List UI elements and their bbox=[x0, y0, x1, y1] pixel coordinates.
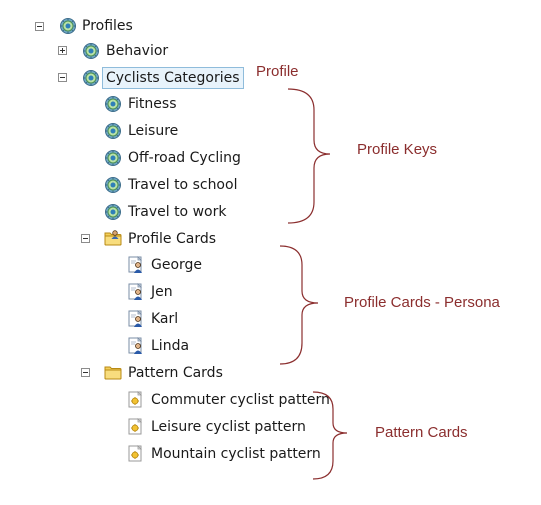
collapse-toggle-profile-cards[interactable] bbox=[81, 234, 90, 243]
tree-node-pattern[interactable]: Leisure cyclist pattern bbox=[151, 419, 306, 435]
annotation-profile-keys: Profile Keys bbox=[357, 141, 438, 158]
gear-globe-icon bbox=[104, 203, 122, 221]
gear-globe-icon bbox=[104, 149, 122, 167]
tree-node-behavior[interactable]: Behavior bbox=[106, 43, 169, 59]
tree-node-profile-key[interactable]: Travel to school bbox=[128, 177, 238, 193]
gear-globe-icon bbox=[104, 176, 122, 194]
person-card-icon bbox=[127, 310, 145, 328]
pattern-card-icon bbox=[127, 418, 145, 436]
tree-node-pattern-cards[interactable]: Pattern Cards bbox=[128, 365, 223, 381]
gear-globe-icon bbox=[104, 95, 122, 113]
folder-icon bbox=[104, 363, 122, 381]
tree-node-profile-key[interactable]: Travel to work bbox=[128, 204, 227, 220]
collapse-toggle-pattern-cards[interactable] bbox=[81, 368, 90, 377]
person-card-icon bbox=[127, 283, 145, 301]
annotation-pattern-cards: Pattern Cards bbox=[375, 424, 468, 441]
tree-node-profiles[interactable]: Profiles bbox=[82, 18, 133, 34]
annotation-profile: Profile bbox=[256, 63, 299, 80]
tree-node-profile-key[interactable]: Fitness bbox=[128, 96, 177, 112]
gear-globe-icon bbox=[82, 42, 100, 60]
gear-globe-icon bbox=[59, 17, 77, 35]
person-card-icon bbox=[127, 256, 145, 274]
tree-node-pattern[interactable]: Mountain cyclist pattern bbox=[151, 446, 321, 462]
annotation-profile-cards-persona: Profile Cards - Persona bbox=[344, 294, 500, 311]
tree-node-persona[interactable]: Karl bbox=[151, 311, 179, 327]
pattern-card-icon bbox=[127, 445, 145, 463]
gear-globe-icon bbox=[82, 69, 100, 87]
tree-node-cyclists-categories[interactable]: Cyclists Categories bbox=[102, 67, 244, 89]
brace-profile-keys bbox=[287, 88, 331, 224]
expand-toggle-behavior[interactable] bbox=[58, 46, 67, 55]
tree-node-pattern[interactable]: Commuter cyclist pattern bbox=[151, 392, 330, 408]
folder-user-icon bbox=[104, 229, 122, 247]
tree-node-profile-cards[interactable]: Profile Cards bbox=[128, 231, 217, 247]
brace-pattern-cards bbox=[312, 391, 348, 480]
brace-profile-cards bbox=[279, 245, 319, 365]
gear-globe-icon bbox=[104, 122, 122, 140]
pattern-card-icon bbox=[127, 391, 145, 409]
collapse-toggle-cyclists-categories[interactable] bbox=[58, 73, 67, 82]
collapse-toggle-profiles[interactable] bbox=[35, 22, 44, 31]
tree-node-persona[interactable]: George bbox=[151, 257, 203, 273]
tree-node-profile-key[interactable]: Leisure bbox=[128, 123, 179, 139]
tree-node-persona[interactable]: Linda bbox=[151, 338, 190, 354]
person-card-icon bbox=[127, 337, 145, 355]
tree-node-persona[interactable]: Jen bbox=[151, 284, 173, 300]
tree-node-profile-key[interactable]: Off-road Cycling bbox=[128, 150, 241, 166]
